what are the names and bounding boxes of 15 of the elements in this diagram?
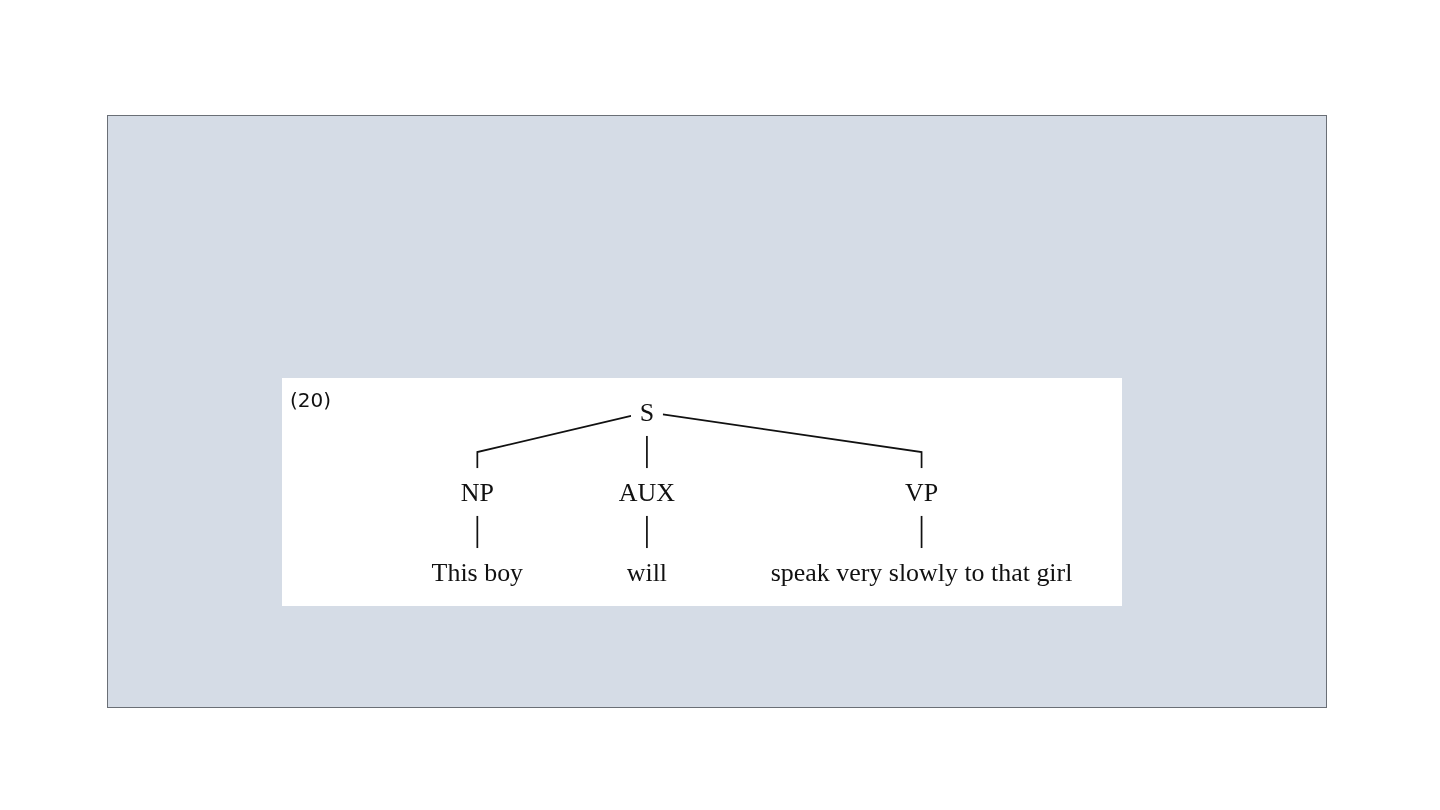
connector <box>661 413 923 470</box>
node-text: S <box>639 398 655 427</box>
node-text: NP <box>460 477 494 507</box>
connector <box>476 414 632 470</box>
connector <box>646 514 648 550</box>
example-number: (20) <box>290 388 332 412</box>
node-text: This boy <box>431 557 524 586</box>
node-text: AUX <box>618 477 675 507</box>
node-text: VP <box>905 477 939 507</box>
connector <box>476 514 479 550</box>
node-text: speak very slowly to that girl <box>770 557 1073 586</box>
connector <box>920 514 923 550</box>
node-text: will <box>626 557 668 586</box>
figure-panel: (20) S NP AUX VP This boy will speak very slowly to that girl <box>282 378 1122 606</box>
connector <box>646 434 648 470</box>
